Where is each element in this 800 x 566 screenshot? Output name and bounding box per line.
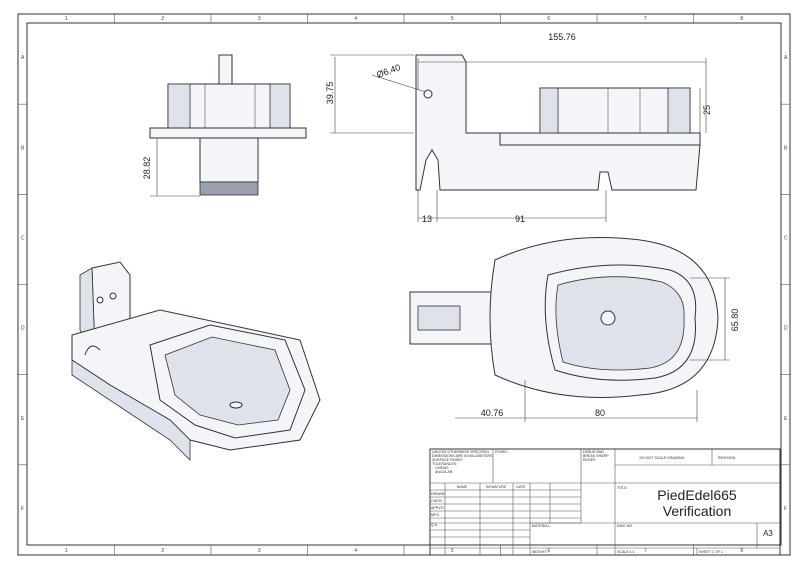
tb-note-5: LINEAR: bbox=[435, 466, 449, 470]
zone-column-label: 1 bbox=[65, 16, 68, 22]
tb-dwg-no: DWG NO. bbox=[617, 524, 633, 528]
tb-sheet: SHEET 1 OF 1 bbox=[699, 550, 723, 554]
tb-note-1: UNLESS OTHERWISE SPECIFIED: bbox=[432, 450, 490, 454]
zone-row-label: E bbox=[784, 416, 788, 422]
zone-row-label: F bbox=[21, 506, 24, 512]
zone-row-label: A bbox=[784, 55, 788, 61]
tb-header-date: DATE bbox=[516, 485, 526, 489]
tb-role-drawn: DRAWN bbox=[431, 492, 445, 496]
side-view: 155.76 39.75 25 Ø6.40 13 91 bbox=[325, 32, 712, 224]
zone-row-label: C bbox=[784, 235, 788, 241]
tb-material: MATERIAL: bbox=[532, 524, 551, 528]
zone-row-label: E bbox=[21, 416, 25, 422]
zone-column-label: 7 bbox=[644, 548, 647, 554]
zone-row-label: C bbox=[21, 235, 25, 241]
dim-block-height: 25 bbox=[702, 105, 712, 115]
tb-title-label: TITLE: bbox=[617, 486, 628, 490]
dim-len-80: 80 bbox=[595, 408, 605, 418]
zone-column-label: 2 bbox=[161, 548, 164, 554]
zone-column-label: 3 bbox=[258, 548, 261, 554]
zone-column-label: 4 bbox=[354, 16, 357, 22]
zone-row-label: B bbox=[784, 145, 788, 151]
dim-len-91: 91 bbox=[515, 214, 525, 224]
zone-column-label: 5 bbox=[451, 548, 454, 554]
tb-revision: REVISION bbox=[718, 456, 736, 460]
tb-role-mfg: MFG bbox=[431, 513, 439, 517]
tb-header-signature: SIGNATURE bbox=[486, 485, 507, 489]
title-block: UNLESS OTHERWISE SPECIFIED: DIMENSIONS A… bbox=[429, 448, 781, 556]
dim-hole-diameter: Ø6.40 bbox=[375, 62, 401, 80]
drawing-title-line2: Verification bbox=[663, 503, 731, 519]
tb-finish: FINISH: bbox=[495, 450, 508, 454]
zone-column-label: 4 bbox=[354, 548, 357, 554]
zone-row-label: D bbox=[21, 326, 25, 332]
tb-do-not-scale: DO NOT SCALE DRAWING bbox=[640, 456, 685, 460]
front-view: 28.82 bbox=[142, 54, 307, 197]
tb-note-3: SURFACE FINISH: bbox=[432, 458, 463, 462]
tb-size: A3 bbox=[763, 529, 773, 538]
zone-column-label: 8 bbox=[740, 548, 743, 554]
tb-deburr-2: BREAK SHARP bbox=[583, 454, 609, 458]
zone-column-label: 5 bbox=[451, 16, 454, 22]
tb-role-appvd: APPV'D bbox=[431, 506, 444, 510]
dim-overall-length: 155.76 bbox=[548, 32, 576, 42]
tb-scale: SCALE:1:1 bbox=[617, 550, 635, 554]
tb-deburr-3: EDGES bbox=[583, 458, 596, 462]
tb-deburr-1: DEBUR AND bbox=[583, 450, 604, 454]
zone-row-label: B bbox=[21, 145, 25, 151]
tb-note-6: ANGULAR: bbox=[435, 470, 453, 474]
tb-role-qa: Q.A bbox=[431, 523, 438, 527]
drawing-title-line1: PiedEdel665 bbox=[657, 487, 737, 503]
zone-column-label: 8 bbox=[740, 16, 743, 22]
tb-weight: WEIGHT: bbox=[532, 550, 547, 554]
zone-column-label: 2 bbox=[161, 16, 164, 22]
dim-plate-height: 39.75 bbox=[325, 82, 335, 105]
dim-width: 65.80 bbox=[730, 309, 740, 332]
zone-column-label: 6 bbox=[547, 548, 550, 554]
zone-row-label: F bbox=[784, 506, 787, 512]
tb-header-name: NAME bbox=[457, 485, 468, 489]
zone-column-label: 3 bbox=[258, 16, 261, 22]
zone-row-label: A bbox=[21, 55, 25, 61]
tb-note-2: DIMENSIONS ARE IN MILLIMETERS bbox=[432, 454, 493, 458]
top-view: 65.80 40.76 80 bbox=[409, 237, 740, 422]
zone-column-label: 6 bbox=[547, 16, 550, 22]
tb-role-chkd: CHK'D bbox=[431, 499, 442, 503]
dim-shaft-height: 28.82 bbox=[142, 157, 152, 180]
zone-column-label: 1 bbox=[65, 548, 68, 554]
zone-column-label: 7 bbox=[644, 16, 647, 22]
dim-offset-13: 13 bbox=[422, 214, 432, 224]
tb-note-4: TOLERANCES: bbox=[432, 462, 457, 466]
isometric-view bbox=[71, 261, 321, 461]
zone-row-label: D bbox=[784, 326, 788, 332]
dim-len-40: 40.76 bbox=[481, 408, 504, 418]
